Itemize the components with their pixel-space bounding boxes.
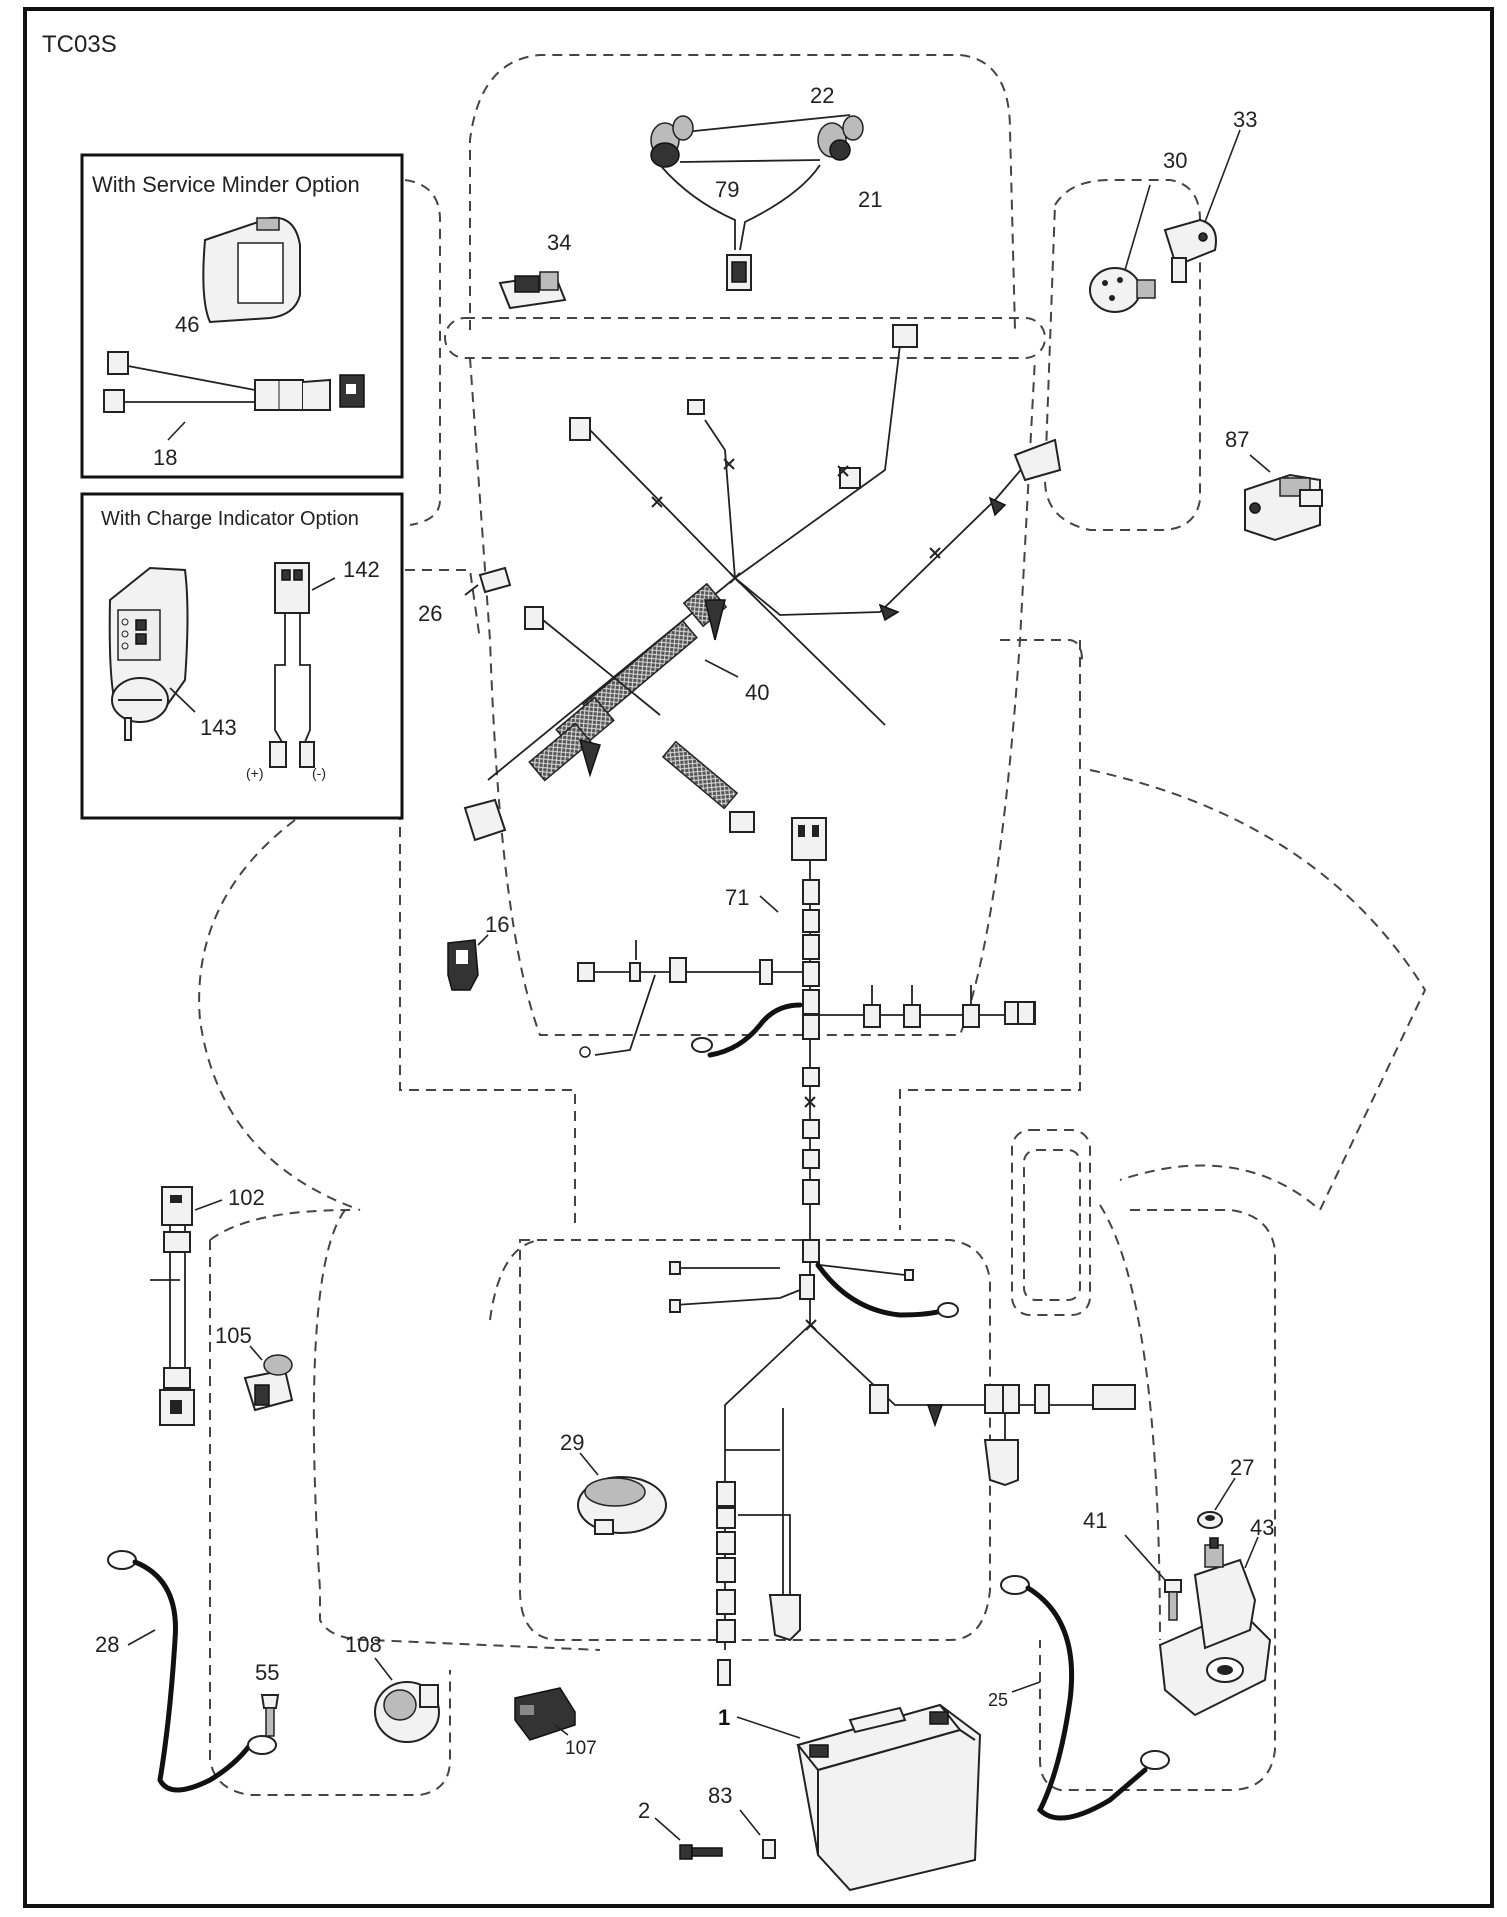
headlight-harness [650, 114, 864, 291]
fuse-26 [464, 566, 512, 596]
callout-142: 142 [343, 557, 380, 582]
battery-cable-28 [107, 1550, 277, 1793]
service-minder-title: With Service Minder Option [92, 172, 360, 197]
callout-46: 46 [175, 312, 199, 337]
part-107 [514, 1687, 576, 1741]
ignition-key [1163, 218, 1217, 283]
service-minder-box: With Service Minder Option 46 18 [80, 153, 404, 479]
callout-33: 33 [1233, 107, 1257, 132]
charge-indicator-neg: (-) [312, 765, 326, 781]
charge-indicator-title: With Charge Indicator Option [101, 508, 359, 530]
callout-28: 28 [95, 1632, 119, 1657]
callout-55: 55 [255, 1660, 279, 1685]
diagram-code: TC03S [42, 31, 117, 58]
callout-27: 27 [1230, 1455, 1254, 1480]
callout-71: 71 [725, 885, 749, 910]
callout-102: 102 [228, 1185, 265, 1210]
part-108 [374, 1681, 440, 1743]
callout-40: 40 [745, 680, 769, 705]
ignition-switch [1089, 267, 1156, 313]
callout-18: 18 [153, 445, 177, 470]
service-minder-display [202, 216, 301, 324]
callout-87: 87 [1225, 427, 1249, 452]
bolt-41 [1164, 1579, 1182, 1621]
charge-indicator-gauge [108, 566, 189, 741]
nut-27 [1197, 1511, 1223, 1529]
callout-2: 2 [638, 1798, 650, 1823]
starter-solenoid-43 [1158, 1537, 1272, 1717]
callout-108: 108 [345, 1632, 382, 1657]
callout-29: 29 [560, 1430, 584, 1455]
nut-83 [762, 1839, 776, 1859]
callout-30: 30 [1163, 148, 1187, 173]
callout-22: 22 [810, 83, 834, 108]
diagram-border [23, 7, 1494, 1908]
callout-26: 26 [418, 601, 442, 626]
callout-105: 105 [215, 1323, 252, 1348]
part-29 [577, 1476, 667, 1535]
callout-25: 25 [988, 1690, 1008, 1710]
callout-43: 43 [1250, 1515, 1274, 1540]
charge-indicator-box: With Charge Indicator Option 143 (+) (-) [80, 492, 404, 820]
main-harness [463, 324, 1062, 842]
battery [796, 1703, 982, 1892]
connector-16 [447, 939, 479, 991]
callout-41: 41 [1083, 1508, 1107, 1533]
callout-34: 34 [547, 230, 571, 255]
callout-143: 143 [200, 715, 237, 740]
callout-1: 1 [718, 1705, 730, 1730]
callout-21: 21 [858, 187, 882, 212]
switch-34 [498, 271, 567, 310]
battery-cable-25 [1000, 1575, 1170, 1821]
charge-indicator-pos: (+) [246, 765, 264, 781]
callout-107: 107 [565, 1738, 597, 1759]
charge-indicator-harness [269, 562, 315, 768]
callout-16: 16 [485, 912, 509, 937]
service-minder-harness [103, 351, 365, 413]
callout-79: 79 [715, 177, 739, 202]
harness-102 [150, 1186, 195, 1426]
relay-87 [1244, 473, 1323, 542]
bolt-2 [679, 1844, 723, 1860]
bolt-55 [260, 1694, 280, 1737]
callout-83: 83 [708, 1783, 732, 1808]
main-wiring-harness [577, 817, 1136, 1686]
solenoid-105 [243, 1354, 294, 1412]
